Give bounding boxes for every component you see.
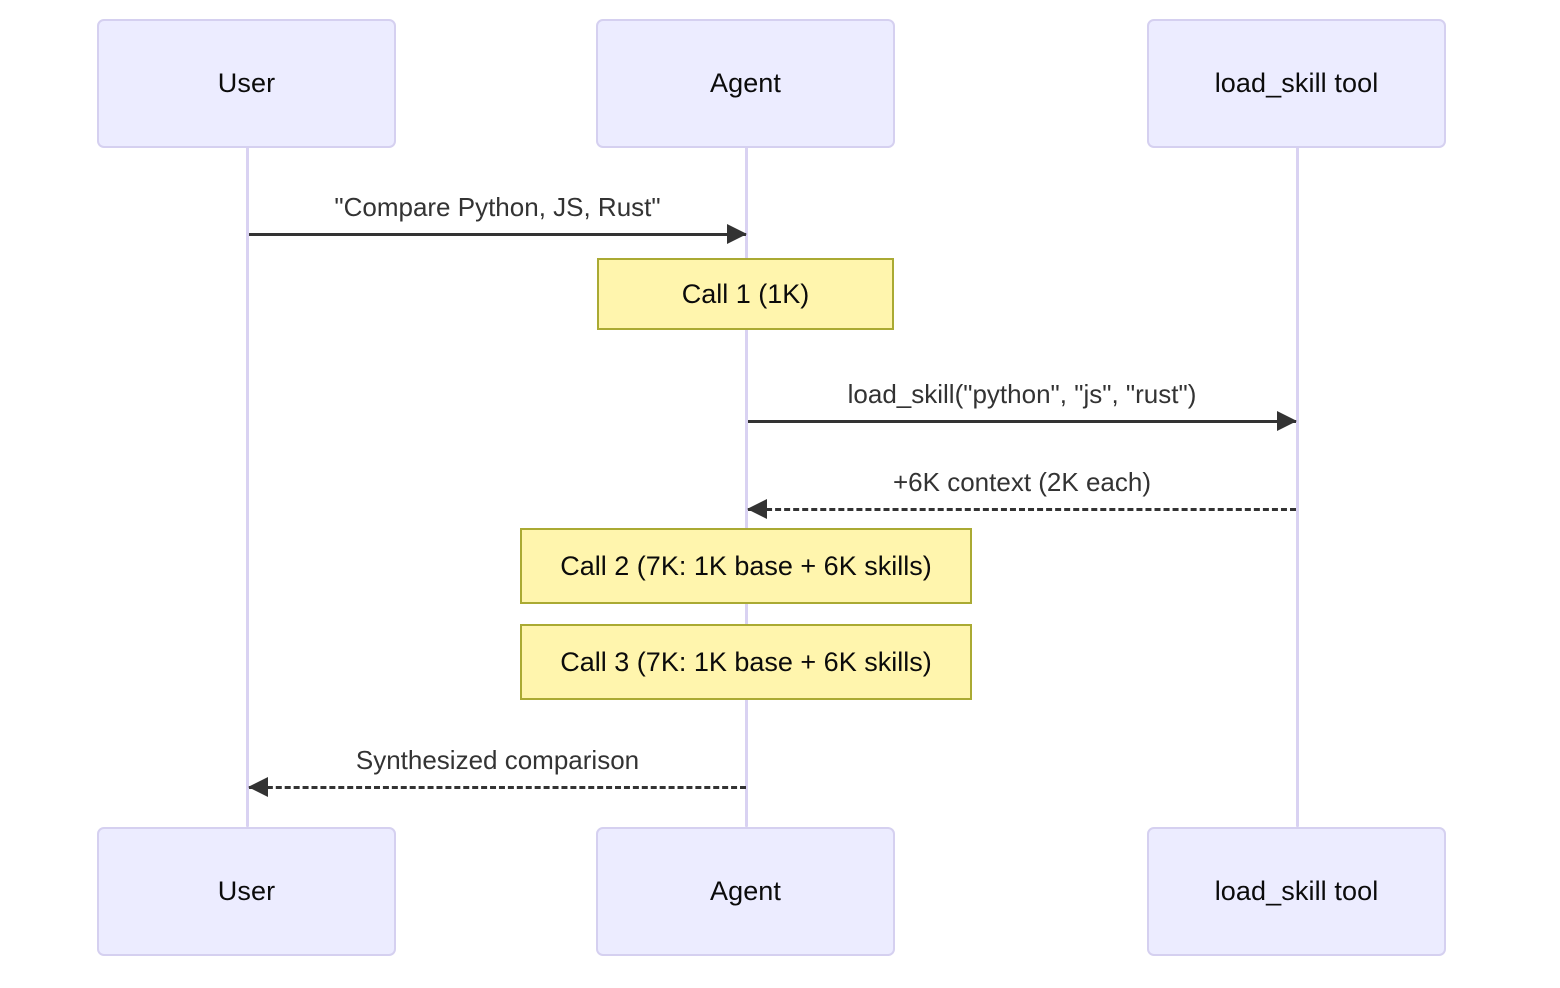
note-call-3-label: Call 3 (7K: 1K base + 6K skills) — [560, 646, 932, 677]
participant-tool-bottom-label: load_skill tool — [1214, 876, 1379, 906]
participant-user-bottom-label: User — [217, 876, 276, 906]
note-call-1[interactable]: Call 1 (1K) — [597, 258, 894, 330]
message-compare-request-label: "Compare Python, JS, Rust" — [334, 192, 661, 222]
participant-user-top-label: User — [217, 68, 276, 98]
message-load-skill-call-label: load_skill("python", "js", "rust") — [847, 379, 1197, 409]
note-call-1-label: Call 1 (1K) — [681, 278, 810, 309]
note-call-2[interactable]: Call 2 (7K: 1K base + 6K skills) — [520, 528, 972, 604]
lifeline-user — [246, 147, 249, 827]
note-call-2-label: Call 2 (7K: 1K base + 6K skills) — [560, 550, 932, 581]
arrowhead-left-icon — [747, 499, 767, 519]
message-synthesized-comparison-label: Synthesized comparison — [355, 745, 640, 775]
participant-tool-top-label: load_skill tool — [1214, 68, 1379, 98]
note-call-3[interactable]: Call 3 (7K: 1K base + 6K skills) — [520, 624, 972, 700]
participant-tool-top[interactable]: load_skill tool — [1147, 19, 1446, 148]
lifeline-agent — [745, 147, 748, 827]
participant-agent-bottom-label: Agent — [709, 876, 782, 906]
arrowhead-left-icon — [248, 777, 268, 797]
lifeline-tool — [1296, 147, 1299, 827]
participant-agent-top[interactable]: Agent — [596, 19, 895, 148]
participant-agent-bottom[interactable]: Agent — [596, 827, 895, 956]
arrowhead-right-icon — [727, 224, 747, 244]
message-line-dashed — [249, 786, 746, 789]
participant-tool-bottom[interactable]: load_skill tool — [1147, 827, 1446, 956]
message-context-return-label: +6K context (2K each) — [893, 467, 1151, 497]
message-line-solid — [748, 420, 1296, 423]
participant-user-top[interactable]: User — [97, 19, 396, 148]
message-line-dashed — [748, 508, 1296, 511]
message-line-solid — [249, 233, 746, 236]
participant-user-bottom[interactable]: User — [97, 827, 396, 956]
participant-agent-top-label: Agent — [709, 68, 782, 98]
arrowhead-right-icon — [1277, 411, 1297, 431]
